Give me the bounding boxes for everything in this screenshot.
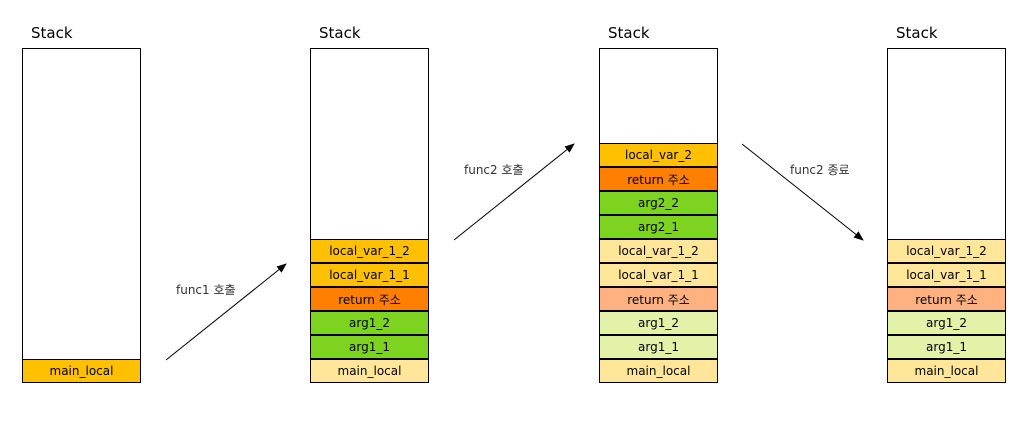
stack-box-1: main_local — [22, 48, 141, 383]
stack-frame-cell: arg2_2 — [599, 191, 718, 215]
stack-frame-cell: main_local — [22, 359, 141, 383]
stack-frame-cell: arg2_1 — [599, 215, 718, 239]
stack-frame-cell: local_var_2 — [599, 143, 718, 167]
stack-frame-cell: local_var_1_1 — [599, 263, 718, 287]
stack-title-4: Stack — [896, 24, 938, 42]
stack-frame-cell: arg1_1 — [310, 335, 429, 359]
arrow-label-func2-return: func2 종료 — [790, 163, 850, 177]
arrow-func2-call — [453, 143, 575, 241]
arrow-func1-call — [165, 263, 287, 361]
stack-frame-cell: main_local — [310, 359, 429, 383]
stack-frame-cell: arg1_2 — [887, 311, 1006, 335]
stack-title-2: Stack — [319, 24, 361, 42]
stack-frame-cell: return 주소 — [310, 287, 429, 311]
stack-frame-cell: arg1_1 — [887, 335, 1006, 359]
stack-frame-cell: local_var_1_2 — [310, 239, 429, 263]
stack-frame-cell: return 주소 — [887, 287, 1006, 311]
stack-frame-cell: return 주소 — [599, 167, 718, 191]
stack-title-3: Stack — [608, 24, 650, 42]
stack-frame-cell: local_var_1_1 — [310, 263, 429, 287]
stack-frame-cell: main_local — [599, 359, 718, 383]
arrow-func2-return — [741, 143, 864, 241]
stack-frame-cell: local_var_1_2 — [887, 239, 1006, 263]
stack-frame-cell: local_var_1_1 — [887, 263, 1006, 287]
arrow-label-func2-call: func2 호출 — [464, 163, 524, 177]
stack-frame-cell: arg1_1 — [599, 335, 718, 359]
stack-frame-cell: arg1_2 — [599, 311, 718, 335]
stack-frame-cell: return 주소 — [599, 287, 718, 311]
stack-frame-cell: arg1_2 — [310, 311, 429, 335]
stack-frame-cell: local_var_1_2 — [599, 239, 718, 263]
stack-frame-cell: main_local — [887, 359, 1006, 383]
stack-title-1: Stack — [31, 24, 73, 42]
arrow-label-func1-call: func1 호출 — [176, 283, 236, 297]
